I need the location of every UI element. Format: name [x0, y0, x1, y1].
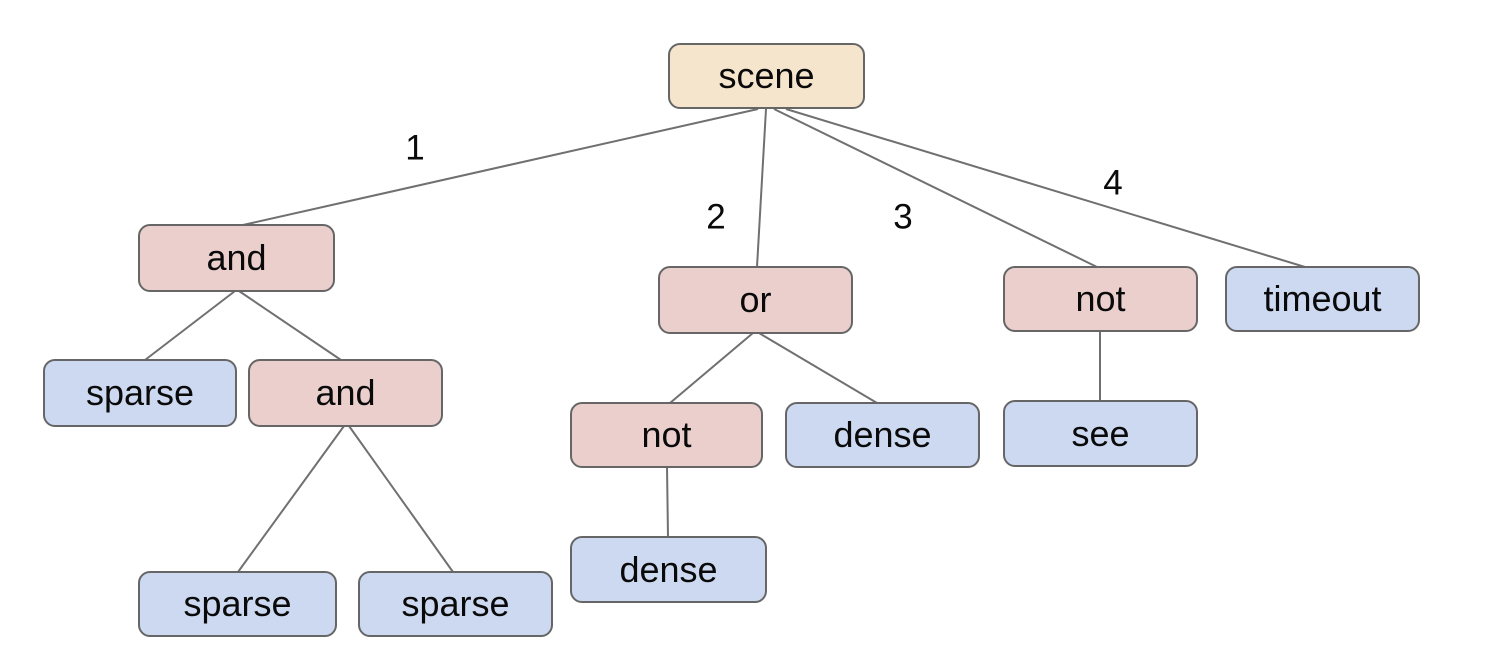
edge-or1-denseA [758, 332, 878, 404]
node-notB-operator: not [1003, 266, 1198, 332]
node-denseA-leaf: dense [785, 402, 980, 468]
edge-notA-denseB [666, 466, 669, 538]
edge-scene-timeout [785, 108, 1306, 268]
edge-scene-and1 [242, 108, 759, 226]
edge-and1-and2 [238, 290, 342, 361]
edge-scene-or1 [756, 108, 767, 268]
node-timeout-leaf: timeout [1225, 266, 1420, 332]
node-notA-operator: not [570, 402, 763, 468]
node-denseB-leaf: dense [570, 536, 767, 603]
node-sparse1-leaf: sparse [43, 359, 237, 427]
edge-order-label-2: 2 [706, 197, 726, 237]
edge-order-label-1: 1 [405, 128, 425, 168]
node-see-leaf: see [1003, 400, 1198, 467]
edge-or1-notA [669, 332, 754, 404]
edge-and2-sparse2 [237, 425, 345, 573]
edge-scene-notB [773, 108, 1098, 268]
node-sparse2-leaf: sparse [138, 571, 337, 637]
node-and1-operator: and [138, 224, 335, 292]
node-sparse3-leaf: sparse [358, 571, 553, 637]
node-scene-root: scene [668, 43, 865, 109]
node-or1-operator: or [658, 266, 853, 334]
edge-and1-sparse1 [144, 290, 236, 361]
node-and2-operator: and [248, 359, 443, 427]
edge-order-label-4: 4 [1103, 163, 1123, 203]
edge-order-label-3: 3 [893, 197, 913, 237]
edge-and2-sparse3 [348, 425, 454, 573]
